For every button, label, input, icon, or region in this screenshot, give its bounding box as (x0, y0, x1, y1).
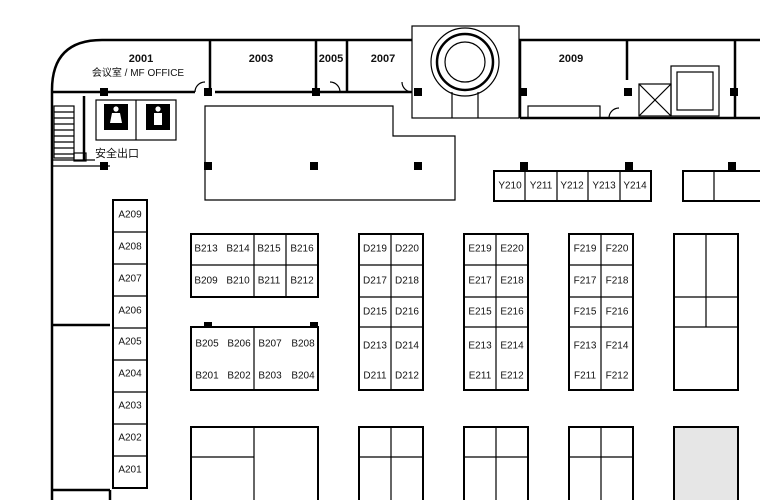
booth-f217[interactable]: F217 (574, 276, 597, 287)
booth-f213[interactable]: F213 (574, 341, 597, 352)
booth-f215[interactable]: F215 (574, 307, 597, 318)
booth-b214[interactable]: B214 (226, 244, 250, 255)
booth-f220[interactable]: F220 (606, 244, 629, 255)
booth-a205[interactable]: A205 (118, 337, 142, 348)
lift-shafts (527, 65, 720, 119)
booth-e217[interactable]: E217 (468, 276, 492, 287)
booth-block-f: F219 F220 F217 F218 F215 F216 F213 F214 … (568, 233, 634, 391)
booth-f218[interactable]: F218 (606, 276, 629, 287)
booth-b208[interactable]: B208 (291, 339, 315, 350)
booth-f219[interactable]: F219 (574, 244, 597, 255)
booth-e214[interactable]: E214 (500, 341, 524, 352)
booth-e219[interactable]: E219 (468, 244, 492, 255)
booth-e218[interactable]: E218 (500, 276, 524, 287)
doors (194, 81, 620, 119)
booth-block-right-top (682, 170, 760, 202)
exit-label: 安全出口 (95, 146, 139, 160)
room-2005-number: 2005 (319, 53, 343, 65)
booth-b209[interactable]: B209 (194, 276, 218, 287)
booth-a209[interactable]: A209 (118, 210, 142, 221)
booth-f216[interactable]: F216 (606, 307, 629, 318)
booth-block-a: A209 A208 A207 A206 A205 A204 A203 A202 … (112, 199, 148, 489)
stairwell (53, 96, 86, 160)
booth-b212[interactable]: B212 (290, 276, 314, 287)
restrooms (95, 99, 177, 141)
booth-d216[interactable]: D216 (395, 307, 419, 318)
booth-e213[interactable]: E213 (468, 341, 492, 352)
booth-y212[interactable]: Y212 (560, 181, 584, 192)
booth-y211[interactable]: Y211 (530, 181, 553, 192)
booth-d215[interactable]: D215 (363, 307, 387, 318)
booth-f211[interactable]: F211 (574, 371, 596, 382)
booth-d211[interactable]: D211 (363, 371, 387, 382)
booth-b216[interactable]: B216 (290, 244, 314, 255)
booth-a208[interactable]: A208 (118, 242, 142, 253)
booth-f212[interactable]: F212 (606, 371, 629, 382)
booth-d212[interactable]: D212 (395, 371, 419, 382)
booth-b206[interactable]: B206 (227, 339, 251, 350)
booth-f214[interactable]: F214 (606, 341, 629, 352)
booth-block-d: D219 D220 D217 D218 D215 D216 D213 D214 … (358, 233, 424, 391)
booth-a206[interactable]: A206 (118, 306, 142, 317)
room-2001-name: 会议室 / MF OFFICE (92, 66, 185, 79)
booth-y210[interactable]: Y210 (498, 181, 522, 192)
booth-a201[interactable]: A201 (118, 465, 142, 476)
booth-block-e: E219 E220 E217 E218 E215 E216 E213 E214 … (463, 233, 529, 391)
room-2001-number: 2001 (129, 53, 153, 65)
booth-e215[interactable]: E215 (468, 307, 492, 318)
booth-b210[interactable]: B210 (226, 276, 250, 287)
booth-b207[interactable]: B207 (258, 339, 282, 350)
spiral-staircase (411, 25, 520, 119)
booth-e220[interactable]: E220 (500, 244, 524, 255)
room-2003-number: 2003 (249, 53, 273, 65)
booth-b203[interactable]: B203 (258, 371, 282, 382)
booth-b205[interactable]: B205 (195, 339, 219, 350)
room-2009-number: 2009 (559, 53, 583, 65)
booth-d213[interactable]: D213 (363, 341, 387, 352)
exit-sign: 安全出口 (73, 146, 139, 162)
booth-block-b-top: B213 B214 B215 B216 B209 B210 B211 B212 (190, 233, 319, 298)
booth-e212[interactable]: E212 (500, 371, 524, 382)
booth-a203[interactable]: A203 (118, 401, 142, 412)
booth-a207[interactable]: A207 (118, 274, 142, 285)
booth-b213[interactable]: B213 (194, 244, 218, 255)
booth-b202[interactable]: B202 (227, 371, 251, 382)
booth-b215[interactable]: B215 (257, 244, 281, 255)
highlighted-booth[interactable] (673, 426, 739, 500)
central-area-outline (204, 105, 456, 201)
booth-d219[interactable]: D219 (363, 244, 387, 255)
booth-a204[interactable]: A204 (118, 369, 142, 380)
booth-a202[interactable]: A202 (118, 433, 142, 444)
booth-d218[interactable]: D218 (395, 276, 419, 287)
booth-b204[interactable]: B204 (291, 371, 315, 382)
booth-e216[interactable]: E216 (500, 307, 524, 318)
booth-y213[interactable]: Y213 (592, 181, 616, 192)
room-2007-number: 2007 (371, 53, 395, 65)
booth-d214[interactable]: D214 (395, 341, 419, 352)
booth-y214[interactable]: Y214 (623, 181, 647, 192)
booth-d217[interactable]: D217 (363, 276, 387, 287)
booth-block-b-bottom: B205 B206 B207 B208 B201 B202 B203 B204 (190, 326, 319, 391)
booth-e211[interactable]: E211 (469, 371, 492, 382)
booth-block-right (673, 233, 739, 391)
booth-d220[interactable]: D220 (395, 244, 419, 255)
booth-b201[interactable]: B201 (195, 371, 219, 382)
booth-row-bottom (190, 426, 739, 500)
booth-block-y: Y210 Y211 Y212 Y213 Y214 (493, 170, 652, 202)
booth-b211[interactable]: B211 (258, 276, 281, 287)
